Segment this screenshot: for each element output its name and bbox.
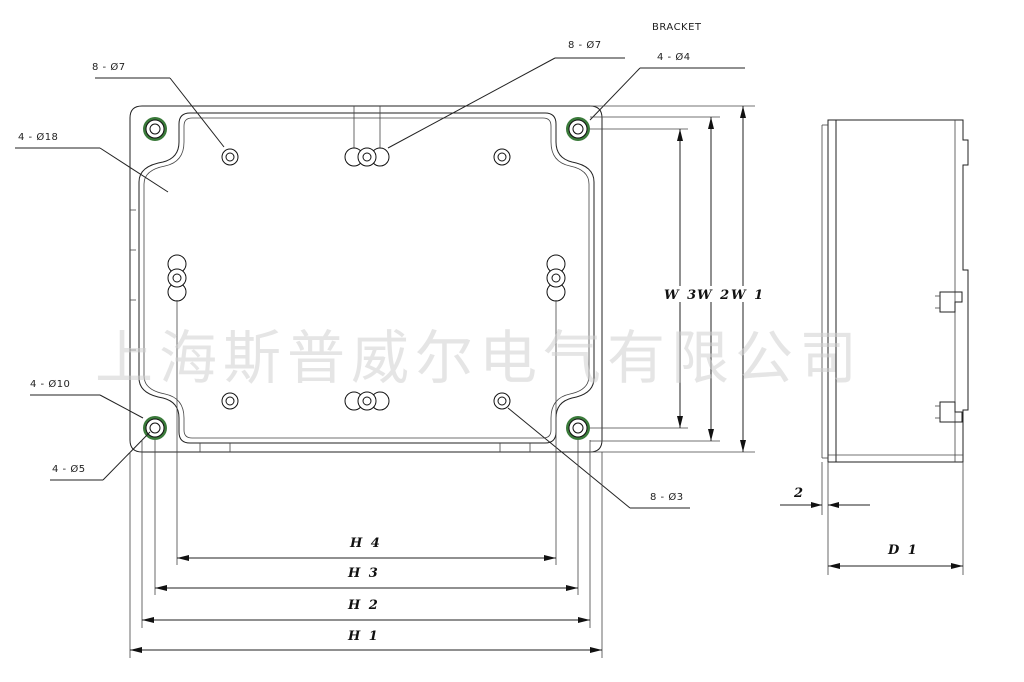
callout-diameter-18: 4 - Ø18 — [18, 131, 58, 143]
lid-outline — [138, 112, 595, 444]
bracket-label: BRACKET — [652, 22, 702, 33]
company-watermark: 上海斯普威尔电气有限公司 — [95, 324, 863, 392]
mounting-hole-bottom-right — [566, 416, 590, 440]
horizontal-dimensions — [129, 300, 603, 658]
vertical-dimensions — [590, 105, 755, 453]
boss-bottom-left — [221, 392, 239, 410]
callout-diameter-5: 4 - Ø5 — [52, 463, 86, 475]
callout-bottom-right-holes: 8 - Ø3 — [650, 491, 684, 503]
side-bracket-upper — [935, 291, 963, 313]
left-edge-ticks — [130, 209, 136, 351]
h1-label: H 1 — [347, 629, 380, 644]
callout-diameter-10: 4 - Ø10 — [30, 378, 70, 390]
side-view — [780, 119, 969, 575]
callout-labels: BRACKET 8 - Ø7 8 - Ø7 4 - Ø4 4 - Ø18 4 -… — [18, 22, 702, 503]
w3-label: W 3 — [664, 288, 698, 303]
corner-mounting-holes — [143, 117, 590, 440]
vertical-dimension-labels: W 3 W 2 W 1 — [662, 286, 765, 303]
w1-label: W 1 — [731, 288, 765, 303]
side-bracket-lower — [935, 401, 963, 423]
front-view — [129, 105, 603, 453]
mounting-hole-top-left — [143, 117, 167, 141]
boss-bottom-center — [344, 391, 390, 411]
h2-label: H 2 — [347, 598, 380, 613]
horizontal-dimension-labels: H 4 H 3 H 2 H 1 — [347, 536, 382, 644]
d1-label: D 1 — [887, 543, 919, 558]
boss-top-center — [344, 147, 390, 167]
boss-top-left — [221, 148, 239, 166]
mounting-hole-bottom-left — [143, 416, 167, 440]
h3-label: H 3 — [347, 566, 380, 581]
wall-thickness-label: 2 — [793, 486, 805, 501]
lid-inner-outline — [143, 117, 590, 439]
boss-bottom-right — [493, 392, 511, 410]
boss-top-right — [493, 148, 511, 166]
h4-label: H 4 — [349, 536, 382, 551]
boss-right-center — [546, 254, 566, 302]
callout-corner-holes: 4 - Ø4 — [657, 51, 691, 63]
w2-label: W 2 — [697, 288, 731, 303]
callout-top-center-holes: 8 - Ø7 — [568, 39, 602, 51]
screw-bosses — [167, 147, 566, 411]
mounting-hole-top-right — [566, 117, 590, 141]
callout-leaders — [15, 57, 745, 509]
callout-top-left-holes: 8 - Ø7 — [92, 61, 126, 73]
side-view-labels: 2 D 1 — [793, 486, 919, 558]
side-body-outline — [827, 119, 969, 463]
boss-left-center — [167, 254, 187, 302]
